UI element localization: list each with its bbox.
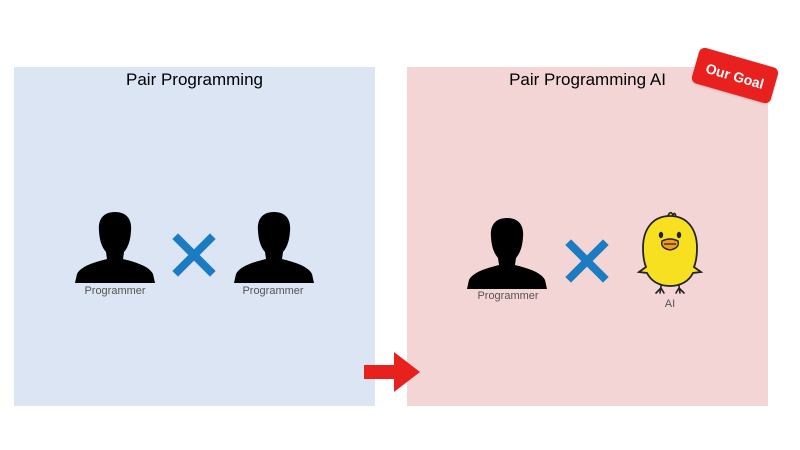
person-icon bbox=[234, 212, 314, 283]
person-icon bbox=[75, 212, 155, 283]
panel-pair-programming: Pair Programming bbox=[14, 67, 375, 406]
person-icon bbox=[467, 218, 547, 289]
panel-pair-programming-ai: Pair Programming AI bbox=[407, 67, 768, 406]
cross-icon bbox=[172, 233, 216, 277]
arrow-right-icon bbox=[364, 352, 420, 392]
programmer-label: Programmer bbox=[242, 285, 304, 297]
cross-icon bbox=[565, 239, 609, 283]
panel-title: Pair Programming bbox=[126, 70, 263, 89]
programmer-label: Programmer bbox=[84, 285, 146, 297]
panel-title: Pair Programming AI bbox=[509, 70, 666, 89]
ai-label: AI bbox=[664, 298, 676, 310]
chick-icon bbox=[636, 211, 704, 294]
programmer-label: Programmer bbox=[477, 290, 539, 302]
